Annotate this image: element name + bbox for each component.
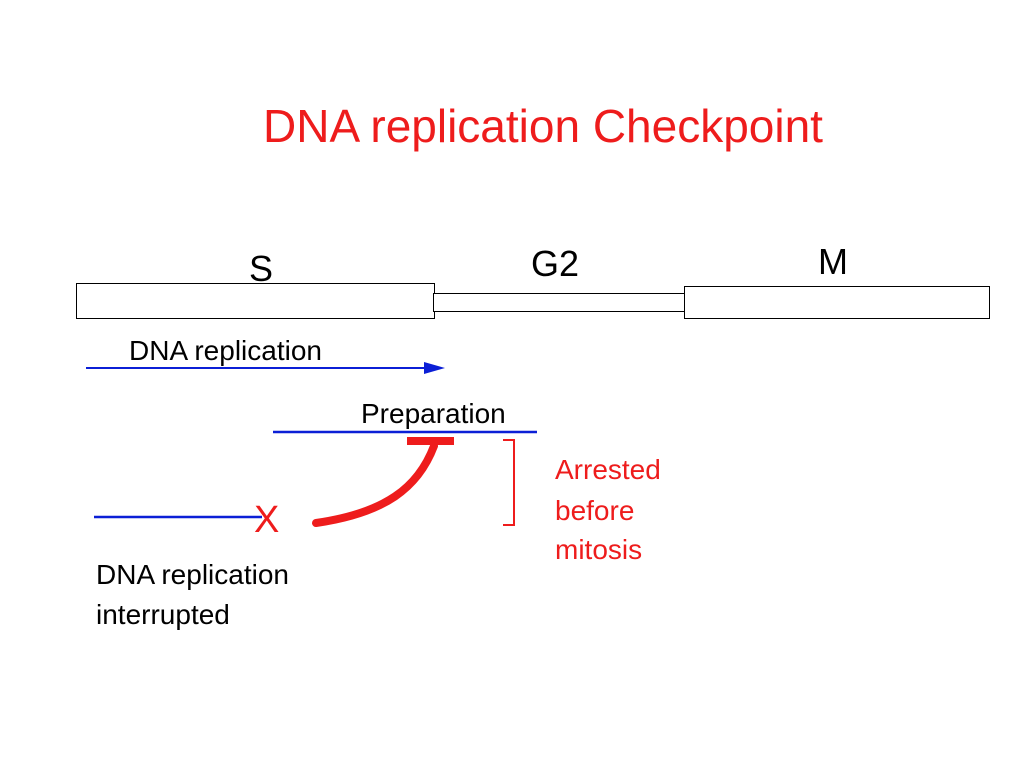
slide-title: DNA replication Checkpoint (263, 100, 823, 152)
arrested-label-line2: before (555, 495, 635, 526)
interrupted-label-line1: DNA replication (96, 559, 289, 590)
phase-bar-s (76, 283, 435, 319)
phase-label-s: S (249, 248, 274, 289)
dna-replication-label: DNA replication (129, 335, 322, 366)
block-mark-x: X (254, 499, 280, 541)
arrest-bracket (503, 439, 515, 526)
interrupted-label-line2: interrupted (96, 599, 230, 630)
arrested-label-line1: Arrested (555, 454, 661, 485)
phase-bar-m (684, 286, 990, 319)
phase-label-g2: G2 (531, 243, 580, 284)
preparation-label: Preparation (361, 398, 506, 429)
arrested-label-line3: mitosis (555, 534, 643, 565)
dna-replication-arrow (86, 362, 445, 374)
phase-label-m: M (818, 241, 848, 282)
inhibition-arrow (312, 437, 454, 527)
